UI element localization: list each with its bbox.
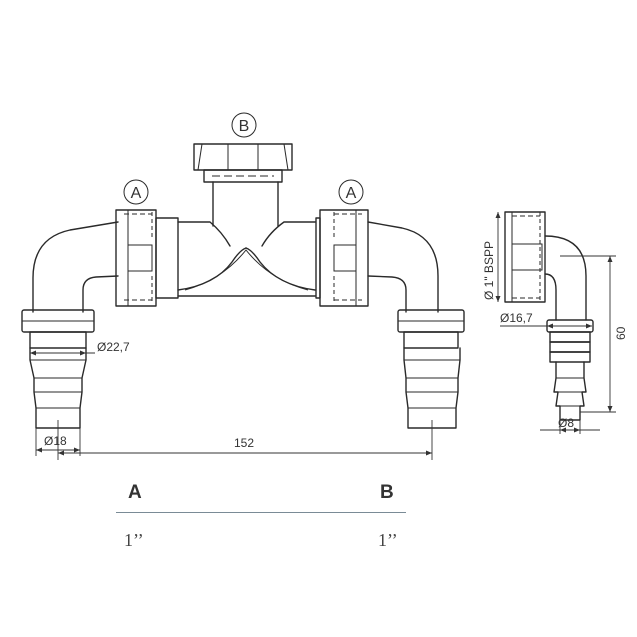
dim-thread: Ø 1" BSPP bbox=[482, 212, 501, 302]
side-elbow-inner bbox=[544, 273, 557, 321]
y-junction-right bbox=[245, 247, 316, 291]
dim-side-tail: Ø8 bbox=[540, 416, 600, 434]
callout-a-left-circle bbox=[123, 179, 149, 205]
right-bend-inner bbox=[367, 275, 407, 313]
callout-b-top: B bbox=[239, 118, 250, 135]
side-elbow-outer bbox=[544, 235, 587, 321]
left-hose-tail bbox=[29, 347, 87, 429]
left-bend-outer bbox=[32, 221, 119, 313]
side-nut bbox=[504, 211, 546, 303]
right-collar bbox=[397, 309, 465, 349]
dim-height: 60 bbox=[560, 255, 628, 413]
callout-a-right: A bbox=[346, 185, 357, 202]
dim-side-outer-label: Ø16,7 bbox=[500, 311, 533, 325]
front-view: A B A Ø22,7 Ø18 152 bbox=[21, 112, 465, 460]
side-hose-tail bbox=[553, 361, 587, 421]
dim-side-tail-label: Ø8 bbox=[558, 416, 574, 430]
dim-hose-tail: Ø18 bbox=[35, 428, 81, 456]
left-collar bbox=[21, 309, 95, 349]
dim-centers: 152 bbox=[57, 420, 433, 460]
dim-side-outer: Ø16,7 bbox=[500, 311, 592, 329]
callout-a-left: A bbox=[131, 185, 142, 202]
dim-centers-label: 152 bbox=[234, 436, 254, 450]
dim-pipe-outer: Ø22,7 bbox=[30, 340, 130, 356]
right-union-nut bbox=[315, 209, 369, 307]
callout-a-right-circle bbox=[338, 179, 364, 205]
manifold-top-left bbox=[177, 221, 231, 247]
side-collar bbox=[546, 319, 594, 363]
side-view: Ø 1" BSPP Ø16,7 Ø8 60 bbox=[482, 211, 628, 434]
callout-b-circle bbox=[231, 112, 257, 138]
right-hose-tail bbox=[403, 347, 461, 429]
dim-pipe-outer-label: Ø22,7 bbox=[97, 340, 130, 354]
y-junction-left bbox=[177, 247, 247, 291]
manifold-top-right bbox=[261, 221, 316, 247]
y-junction-inner bbox=[184, 249, 309, 291]
left-union-nut bbox=[115, 209, 179, 307]
top-nut bbox=[193, 143, 293, 183]
table-value-a: 1’’ bbox=[124, 530, 144, 550]
table-header-b: B bbox=[380, 482, 394, 503]
dim-hose-tail-label: Ø18 bbox=[44, 434, 67, 448]
left-bend-inner bbox=[82, 275, 119, 313]
connection-table: A B 1’’ 1’’ bbox=[116, 478, 406, 558]
table-header-a: A bbox=[128, 482, 142, 503]
dim-height-label: 60 bbox=[614, 326, 628, 340]
dim-thread-label: Ø 1" BSPP bbox=[482, 241, 496, 300]
table-divider bbox=[116, 512, 406, 513]
table-value-b: 1’’ bbox=[378, 530, 398, 550]
right-bend-outer bbox=[367, 221, 439, 313]
